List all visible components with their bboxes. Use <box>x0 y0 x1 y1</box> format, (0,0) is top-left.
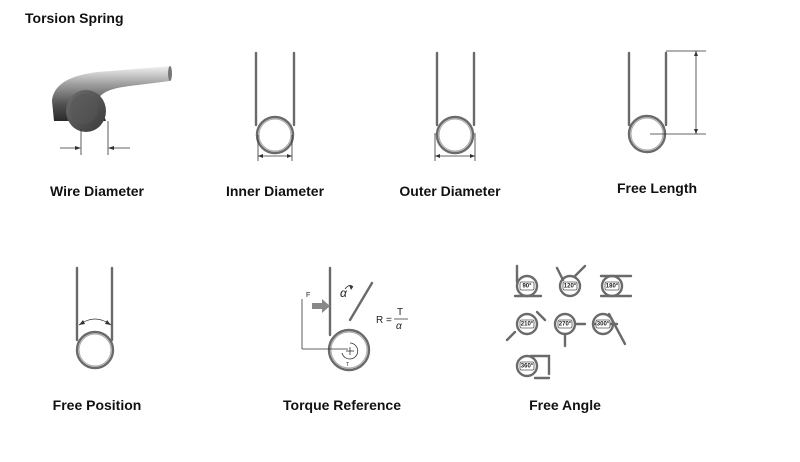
free-position-illustration <box>75 266 115 370</box>
caption-free-length: Free Length <box>616 180 698 196</box>
formula-lhs: R = <box>376 315 392 326</box>
wire-diameter-illustration <box>52 66 172 155</box>
caption-outer-diameter: Outer Diameter <box>399 183 501 199</box>
svg-text:210°: 210° <box>521 322 534 328</box>
formula-numerator: T <box>397 307 403 318</box>
angle-sample-210: 210° <box>505 310 547 342</box>
angle-sample-180: 180° <box>599 274 633 298</box>
formula-denominator: α <box>396 321 402 332</box>
svg-text:120°: 120° <box>564 284 577 290</box>
caption-torque-reference: Torque Reference <box>283 397 401 413</box>
page-title: Torsion Spring <box>25 10 124 26</box>
svg-text:360°: 360° <box>521 364 534 370</box>
angle-label: α <box>340 286 348 300</box>
force-arrow-icon <box>312 299 330 313</box>
svg-text:270°: 270° <box>559 322 572 328</box>
svg-text:300°: 300° <box>597 322 610 328</box>
torque-reference-illustration: F α T R = T α <box>301 266 408 372</box>
caption-free-angle: Free Angle <box>529 397 601 413</box>
svg-text:90°: 90° <box>522 284 532 290</box>
caption-free-position: Free Position <box>52 397 142 413</box>
angle-sample-120: 120° <box>555 264 587 298</box>
angle-sample-300: 300° <box>591 312 627 346</box>
angle-sample-270: 270° <box>553 312 587 348</box>
inner-diameter-illustration <box>254 51 296 161</box>
free-angle-illustration: 90° 120° 180° 210° 270° 300° 360° <box>505 264 633 380</box>
torque-label: T <box>346 362 349 368</box>
free-length-illustration <box>627 50 706 154</box>
svg-text:180°: 180° <box>606 284 619 290</box>
outer-diameter-illustration <box>434 51 476 161</box>
angle-sample-360: 360° <box>515 354 551 380</box>
force-label: F <box>306 292 310 299</box>
caption-wire-diameter: Wire Diameter <box>49 183 145 199</box>
angle-sample-90: 90° <box>513 264 543 298</box>
caption-inner-diameter: Inner Diameter <box>225 183 325 199</box>
